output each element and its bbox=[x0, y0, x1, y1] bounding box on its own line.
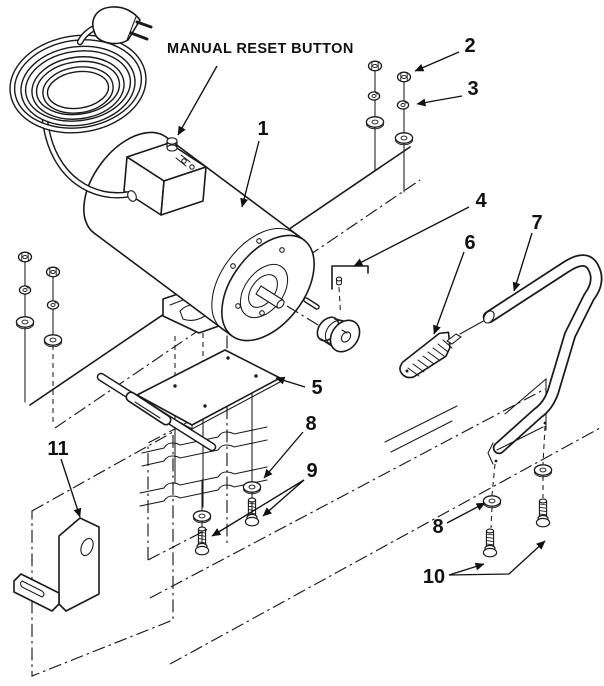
callout-11: 11 bbox=[47, 438, 68, 460]
callout-2: 2 bbox=[464, 35, 475, 57]
box-screw bbox=[181, 158, 187, 164]
callout-10: 10 bbox=[423, 566, 445, 588]
shaft-key bbox=[303, 297, 320, 310]
power-cord bbox=[41, 116, 137, 202]
reset-button bbox=[166, 137, 178, 152]
handle-screw-set-left bbox=[482, 463, 502, 558]
hardware-stack-left-a bbox=[15, 251, 35, 403]
support-channel bbox=[125, 391, 172, 426]
leader-10a bbox=[448, 562, 485, 576]
cord-fitting bbox=[127, 190, 137, 202]
leader-9a bbox=[262, 479, 305, 517]
hardware-stack-right-b bbox=[394, 71, 414, 191]
tube-open-end bbox=[483, 310, 495, 324]
callout-7: 7 bbox=[531, 212, 542, 234]
callout-3: 3 bbox=[467, 78, 478, 100]
support-bracket bbox=[331, 265, 369, 290]
bracket-hole bbox=[80, 537, 94, 557]
frame-rail-bottom-2 bbox=[149, 388, 546, 599]
callout-8-right: 8 bbox=[432, 516, 443, 538]
leader-9b bbox=[211, 479, 305, 537]
callout-6: 6 bbox=[464, 232, 475, 254]
frame-handle-mount-edge bbox=[384, 405, 458, 453]
frame-rail-bottom bbox=[169, 427, 601, 665]
leader-8-right bbox=[446, 502, 486, 524]
callout-9: 9 bbox=[306, 460, 317, 482]
face-plate-bolts bbox=[230, 238, 285, 316]
box-screw bbox=[189, 164, 195, 170]
tube-flattened-end bbox=[487, 426, 544, 465]
pulley bbox=[316, 316, 361, 353]
leader-7 bbox=[512, 232, 533, 292]
frame-panel-inner bbox=[147, 382, 263, 561]
leader-4 bbox=[353, 206, 470, 267]
leader-manual-reset bbox=[177, 65, 218, 136]
frame-panel-left bbox=[31, 431, 174, 677]
hardware-stack-left-b bbox=[43, 266, 63, 426]
leader-1 bbox=[240, 140, 260, 208]
callout-1: 1 bbox=[257, 118, 268, 140]
leader-10b bbox=[448, 540, 546, 576]
manual-reset-button-label: MANUAL RESET BUTTON bbox=[167, 41, 354, 57]
grip-axis-line bbox=[459, 318, 488, 335]
handle-screw-set-right bbox=[533, 425, 553, 528]
leader-8-middle bbox=[263, 431, 304, 479]
power-cord-coil bbox=[9, 22, 147, 134]
leader-5 bbox=[275, 376, 306, 388]
leader-2 bbox=[414, 51, 460, 72]
leader-6 bbox=[433, 251, 465, 335]
callout-4: 4 bbox=[475, 190, 487, 212]
shaft-centerline bbox=[286, 305, 324, 329]
set-screw bbox=[335, 276, 343, 315]
callout-8-middle: 8 bbox=[305, 413, 316, 435]
grip-collar bbox=[446, 333, 462, 345]
callout-leaders bbox=[60, 51, 546, 576]
handle-grip bbox=[399, 331, 462, 379]
leader-11 bbox=[60, 458, 82, 518]
plate-screw-set-right bbox=[242, 479, 262, 527]
pulley-bore bbox=[340, 331, 352, 343]
hardware-stack-right-a bbox=[365, 60, 385, 169]
handle-tube bbox=[482, 254, 603, 465]
motor-shaft bbox=[255, 285, 285, 309]
power-plug bbox=[92, 6, 153, 45]
bracket-foot bbox=[13, 573, 60, 612]
bracket-plate bbox=[13, 517, 100, 612]
leader-3 bbox=[416, 95, 463, 107]
plate-screw-set-left bbox=[192, 479, 212, 556]
callout-5: 5 bbox=[311, 377, 322, 399]
junction-box bbox=[123, 137, 207, 216]
plug-prongs bbox=[129, 20, 153, 41]
